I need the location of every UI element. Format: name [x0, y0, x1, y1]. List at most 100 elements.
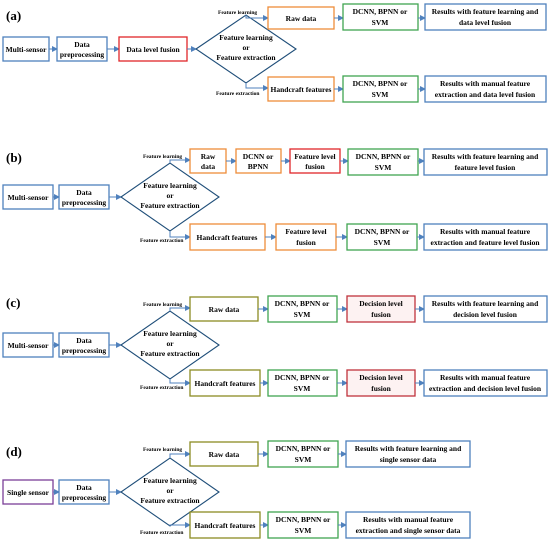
result-label-2: single sensor data: [380, 455, 437, 464]
preprocess-box: [58, 479, 110, 505]
fusion-label-2: fusion: [296, 238, 316, 247]
branch-label-top: Feature learning: [143, 302, 182, 308]
decision-fusion-label-1: Decision level: [359, 373, 403, 382]
branch-label-top: Feature learning: [143, 447, 182, 453]
classifier-label-1: DCNN, BPNN or: [356, 152, 411, 161]
result-label-2: feature level fusion: [455, 163, 517, 172]
classifier-label-2: SVM: [372, 90, 389, 99]
decision-diamond: [120, 310, 220, 380]
input-box: [2, 184, 54, 210]
decision-label-2: or: [166, 486, 174, 495]
handcraft-label: Handcraft features: [195, 521, 256, 530]
classifier-box: [267, 369, 338, 397]
raw-data-label-2: data: [201, 162, 215, 171]
fusion-box: [289, 148, 341, 174]
panel-b: (b) Multi-sensor Data preprocessing Feat…: [2, 148, 548, 251]
classifier-label-2: SVM: [375, 163, 392, 172]
decision-fusion-label-2: fusion: [371, 310, 391, 319]
decision-label-3: Feature extraction: [216, 53, 276, 62]
result-label-1: Results with feature learning and: [432, 299, 539, 308]
preprocess-label-2: preprocessing: [60, 50, 105, 59]
result-label-2: extraction and data level fusion: [435, 90, 536, 99]
classifier-label-1: DCNN, BPNN or: [353, 7, 408, 16]
fusion-label-1: Feature level: [294, 152, 335, 161]
classifier-label-1: DCNN, BPNN or: [275, 373, 330, 382]
result-label-2: extraction and single sensor data: [356, 526, 461, 535]
decision-fusion-label-1: Decision level: [359, 299, 403, 308]
result-label-1: Results with feature learning and: [432, 152, 539, 161]
classifier-box: [267, 440, 339, 468]
panel-d: (d) Single sensor Data preprocessing Fea…: [2, 440, 471, 539]
fusion-label-1: Feature level: [285, 227, 326, 236]
fusion-box: [275, 223, 337, 251]
feature-learner-label-2: BPNN: [248, 162, 269, 171]
fusion-label-2: fusion: [305, 162, 325, 171]
result-label-1: Results with feature learning and: [432, 7, 539, 16]
result-label-2: decision level fusion: [453, 310, 518, 319]
classifier-label-1: DCNN, BPNN or: [276, 444, 331, 453]
panel-label: (c): [6, 295, 20, 310]
decision-label-1: Feature learning: [143, 181, 197, 190]
classifier-label-1: DCNN, BPNN or: [276, 515, 331, 524]
classifier-box: [267, 295, 338, 323]
feature-learner-label-1: DCNN or: [243, 152, 274, 161]
preprocess-label-1: Data: [76, 483, 92, 492]
preprocess-box: [56, 36, 108, 62]
result-box: [424, 3, 547, 31]
branch-label-bottom: Feature extraction: [216, 91, 259, 97]
raw-data-label: Raw data: [209, 450, 240, 459]
handcraft-label: Handcraft features: [271, 85, 332, 94]
result-box: [345, 511, 471, 539]
preprocess-label-1: Data: [76, 188, 92, 197]
input-label: Multi-sensor: [8, 341, 50, 350]
result-box: [423, 223, 548, 251]
fusion-label: Data level fusion: [126, 45, 180, 54]
result-label-2: extraction and decision level fusion: [429, 384, 542, 393]
result-box: [423, 369, 548, 397]
branch-label-bottom: Feature extraction: [140, 238, 183, 244]
decision-diamond: [120, 457, 220, 527]
preprocess-box: [58, 332, 110, 358]
panel-label: (a): [6, 8, 21, 23]
result-label-1: Results with manual feature: [440, 227, 531, 236]
panel-label: (b): [6, 150, 22, 165]
classifier-label-1: DCNN, BPNN or: [353, 79, 408, 88]
decision-diamond: [120, 162, 220, 232]
input-box: [2, 479, 54, 505]
result-box: [424, 75, 547, 103]
panel-a: (a) Multi-sensor Data preprocessing Data…: [2, 3, 547, 103]
input-label: Multi-sensor: [8, 193, 50, 202]
input-box: [2, 332, 54, 358]
decision-label-2: or: [166, 191, 174, 200]
result-label-2: data level fusion: [459, 18, 512, 27]
decision-label-3: Feature extraction: [140, 349, 200, 358]
classifier-box: [267, 511, 339, 539]
result-box: [345, 440, 471, 468]
raw-data-label: Raw data: [286, 14, 317, 23]
decision-label-2: or: [242, 43, 250, 52]
panel-label: (d): [6, 444, 22, 459]
decision-diamond: [195, 14, 297, 84]
classifier-box: [342, 75, 419, 103]
result-label-1: Results with feature learning and: [355, 444, 462, 453]
preprocess-label-2: preprocessing: [62, 493, 107, 502]
decision-fusion-box: [346, 295, 416, 323]
raw-data-label: Raw data: [209, 305, 240, 314]
classifier-label-1: DCNN, BPNN or: [275, 299, 330, 308]
decision-fusion-label-2: fusion: [371, 384, 391, 393]
input-label: Single sensor: [7, 488, 50, 497]
classifier-label-2: SVM: [294, 384, 311, 393]
input-label: Multi-sensor: [6, 45, 48, 54]
fusion-box: [118, 36, 188, 62]
decision-label-3: Feature extraction: [140, 496, 200, 505]
decision-label-2: or: [166, 339, 174, 348]
classifier-label-2: SVM: [295, 455, 312, 464]
classifier-label-1: DCNN, BPNN or: [355, 227, 410, 236]
handcraft-box: [189, 369, 261, 397]
result-label-2: extraction and feature level fusion: [430, 238, 540, 247]
handcraft-box: [189, 511, 261, 539]
result-label-1: Results with manual feature: [363, 515, 454, 524]
branch-label-top: Feature learning: [143, 154, 182, 160]
preprocess-label-1: Data: [74, 40, 90, 49]
